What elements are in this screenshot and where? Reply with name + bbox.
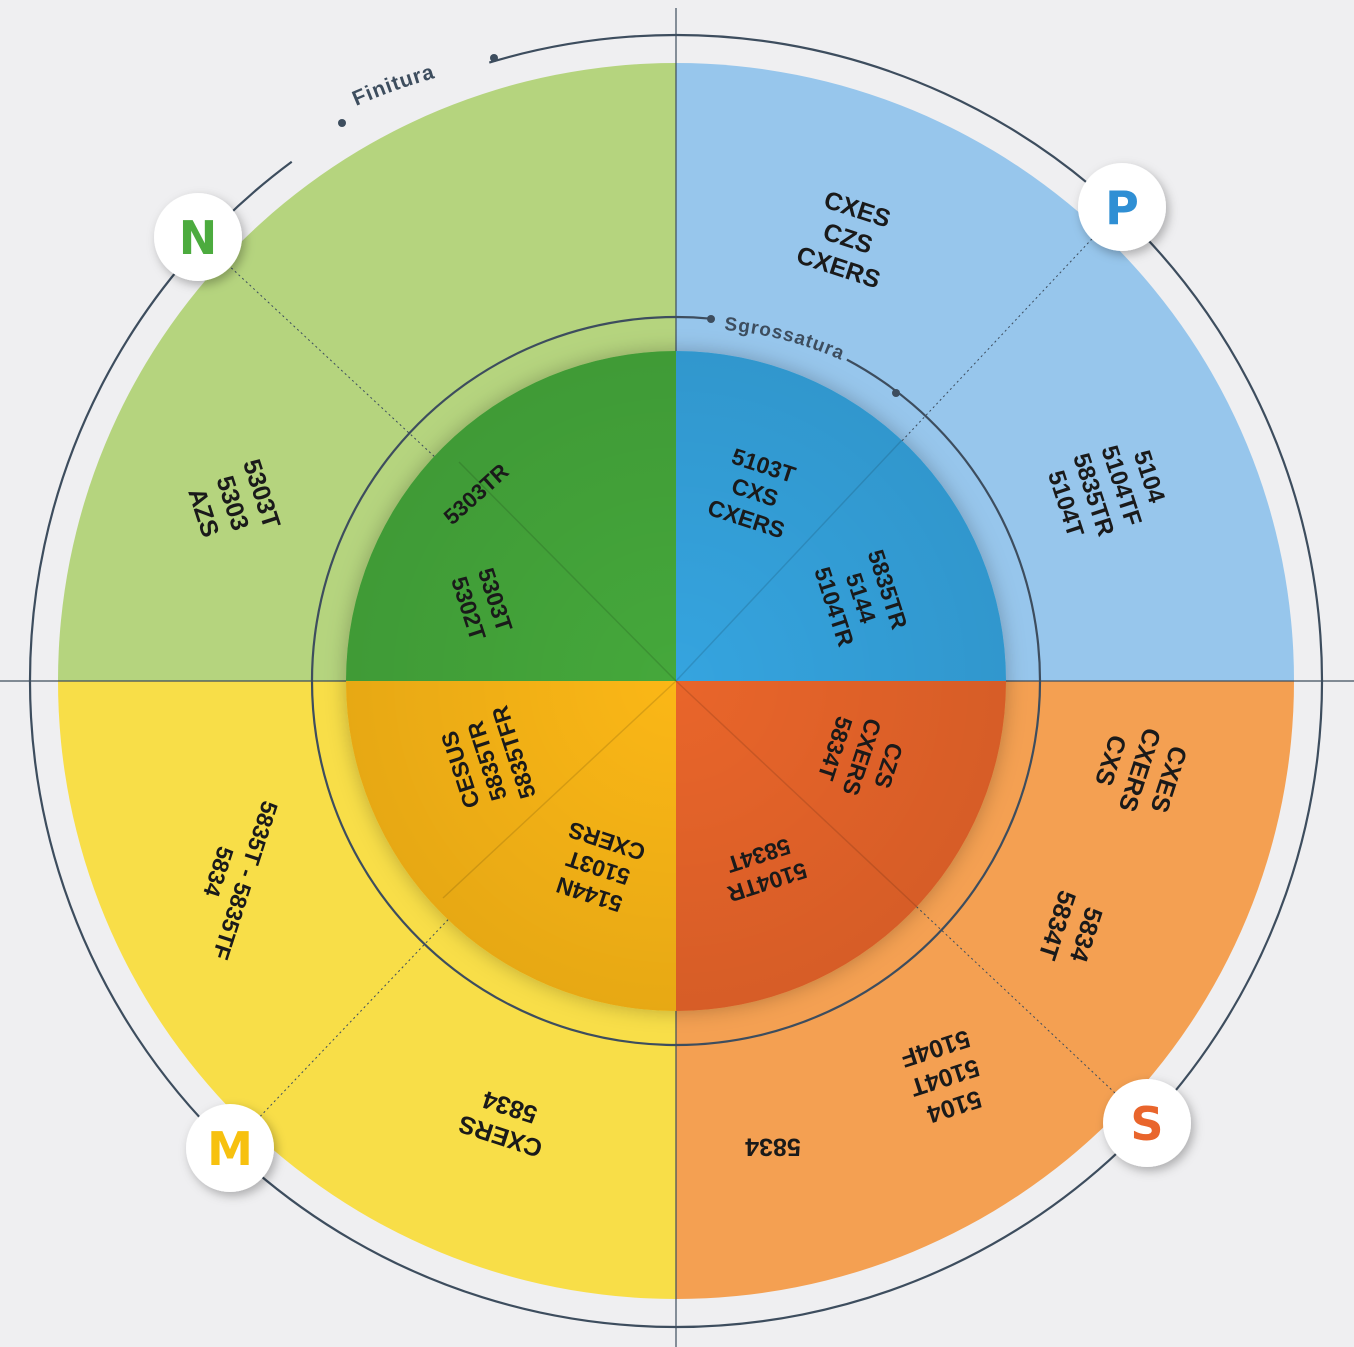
badge-letter: M <box>207 1122 253 1176</box>
iso-badges: N P M S <box>154 163 1191 1192</box>
badge-n: N <box>154 193 242 281</box>
badge-circle <box>154 193 242 281</box>
badge-letter: S <box>1130 1097 1163 1151</box>
badge-letter: P <box>1105 181 1139 235</box>
outer-label: 5834 <box>745 1132 801 1160</box>
badge-circle <box>186 1104 274 1192</box>
inner-ring-dot-end <box>892 389 900 397</box>
inner-dividers <box>442 439 918 908</box>
badge-s: S <box>1103 1079 1191 1167</box>
badge-letter: N <box>179 211 218 265</box>
outer-ring-dot-start <box>490 54 498 62</box>
finishing-arc-label: Finitura <box>349 60 437 110</box>
outer-ring-dot-end <box>338 119 346 127</box>
badge-circle <box>1078 163 1166 251</box>
badge-circle <box>1103 1079 1191 1167</box>
badge-p: P <box>1078 163 1166 251</box>
outer-ring-line <box>28 33 1324 1329</box>
inner-shading <box>346 351 1006 1011</box>
inner-ring-dot-start <box>707 315 715 323</box>
inner-ring-line <box>310 315 1042 1047</box>
outer-group-6: 5834 <box>745 1132 801 1160</box>
badge-m: M <box>186 1104 274 1192</box>
